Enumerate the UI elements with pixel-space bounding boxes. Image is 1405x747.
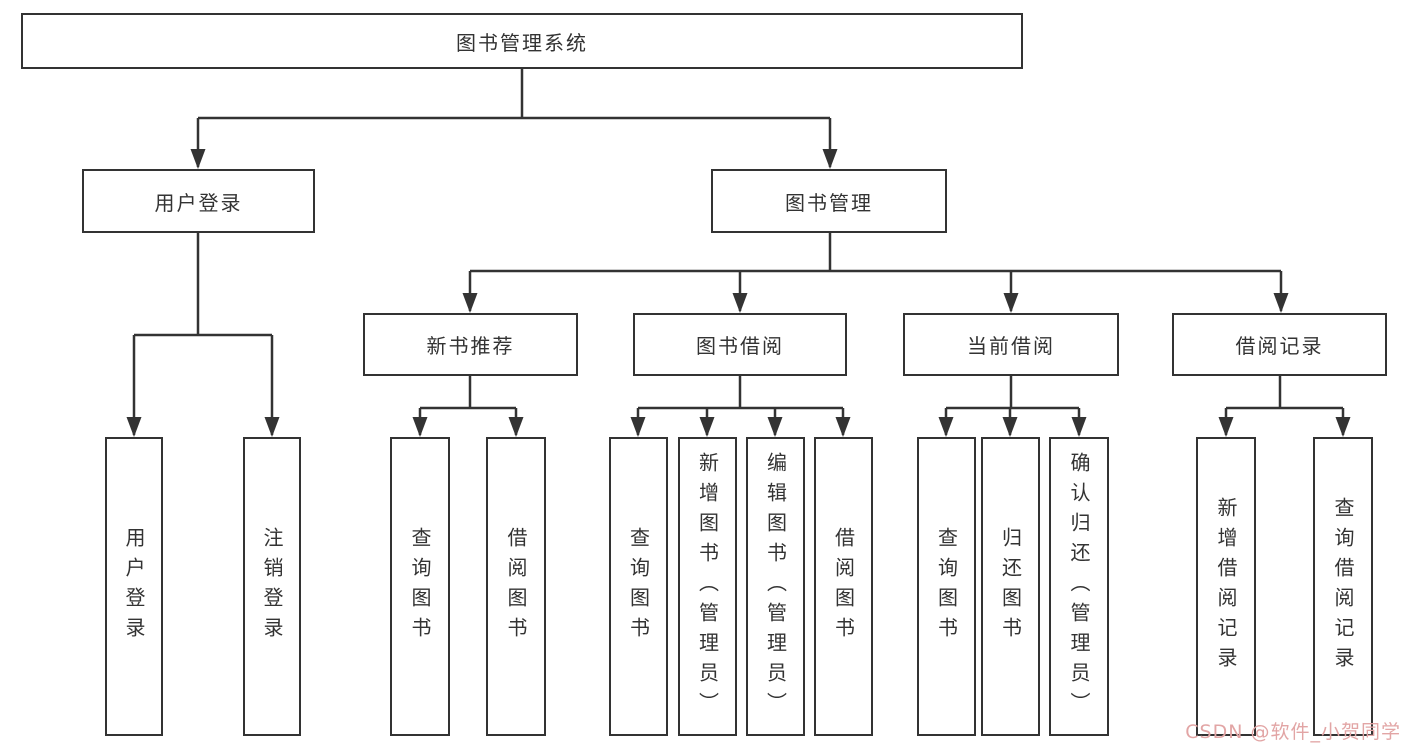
leaf-add-borrow-record: 新增借阅记录 bbox=[1196, 437, 1256, 736]
node-borrowing-records: 借阅记录 bbox=[1172, 313, 1387, 376]
leaf-logout: 注销登录 bbox=[243, 437, 301, 736]
leaf-confirm-return-admin: 确认归还（管理员） bbox=[1049, 437, 1109, 736]
leaf-borrow-books-2: 借阅图书 bbox=[814, 437, 873, 736]
node-new-book-recommend: 新书推荐 bbox=[363, 313, 578, 376]
leaf-query-books-3: 查询图书 bbox=[917, 437, 976, 736]
edge-trunks bbox=[134, 69, 1343, 410]
watermark: CSDN @软件_小贺同学 bbox=[1185, 721, 1401, 743]
leaf-edit-book-admin: 编辑图书（管理员） bbox=[746, 437, 805, 736]
leaf-query-borrow-record: 查询借阅记录 bbox=[1313, 437, 1373, 736]
node-book-borrowing: 图书借阅 bbox=[633, 313, 847, 376]
leaf-add-book-admin: 新增图书（管理员） bbox=[678, 437, 737, 736]
node-book-management: 图书管理 bbox=[711, 169, 947, 233]
leaf-borrow-books-1: 借阅图书 bbox=[486, 437, 546, 736]
node-root-system: 图书管理系统 bbox=[21, 13, 1023, 69]
leaf-query-books-2: 查询图书 bbox=[609, 437, 668, 736]
leaf-user-login: 用户登录 bbox=[105, 437, 163, 736]
node-user-login: 用户登录 bbox=[82, 169, 315, 233]
leaf-return-book: 归还图书 bbox=[981, 437, 1040, 736]
node-current-borrowing: 当前借阅 bbox=[903, 313, 1119, 376]
leaf-query-books-1: 查询图书 bbox=[390, 437, 450, 736]
